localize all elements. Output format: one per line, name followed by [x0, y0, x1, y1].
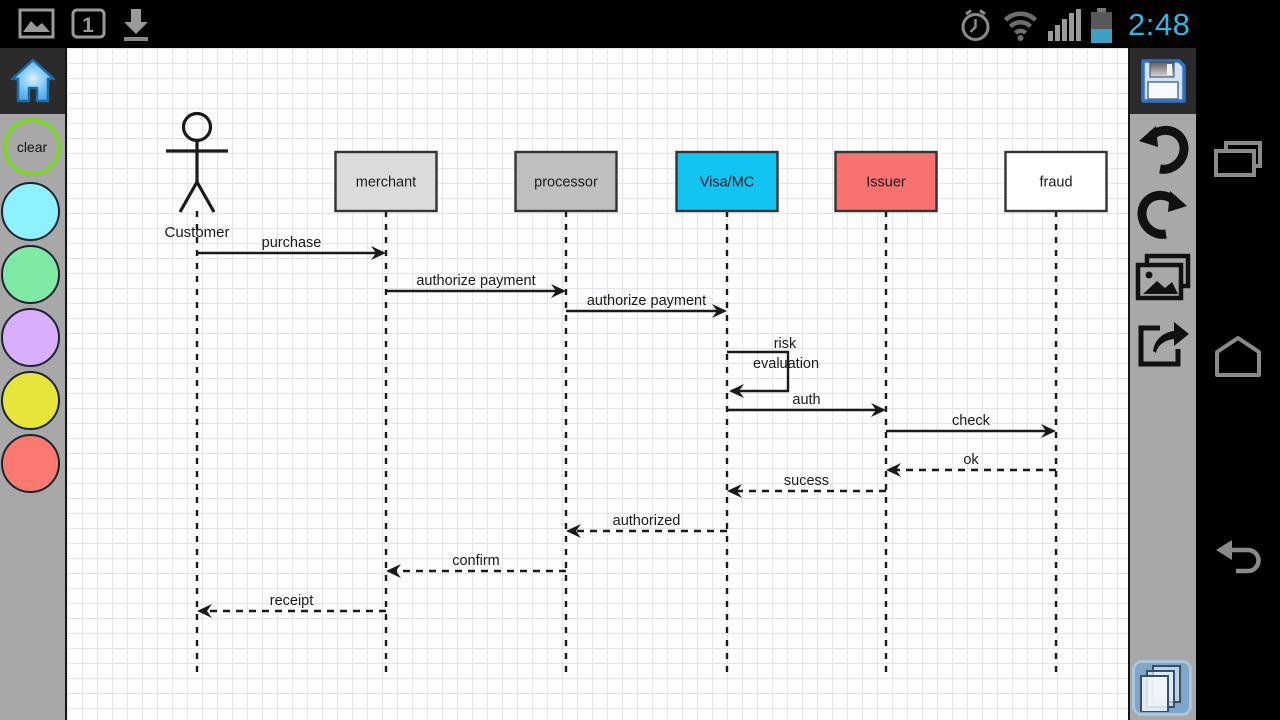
svg-text:1: 1: [82, 14, 94, 37]
arrowhead: [729, 384, 744, 398]
message-ok[interactable]: [886, 463, 1056, 477]
clear-button-label: clear: [16, 139, 48, 155]
participant-label: fraud: [1039, 175, 1072, 191]
arrowhead: [371, 246, 386, 260]
right-toolbar: [1130, 48, 1196, 720]
house-icon: [10, 58, 55, 103]
message-label: ok: [963, 452, 979, 468]
participant-merchant[interactable]: [334, 150, 438, 213]
undo-button[interactable]: [1130, 117, 1196, 179]
message-label: receipt: [270, 593, 314, 609]
redo-button[interactable]: [1130, 182, 1196, 244]
clear-button[interactable]: clear: [3, 118, 61, 176]
arrowhead: [871, 403, 886, 417]
notification-icons: 1: [18, 8, 150, 43]
participant-box: [1004, 150, 1108, 213]
system-status-icons: 2:48: [958, 6, 1190, 44]
signal-icon: [1048, 9, 1081, 41]
drawing-canvas[interactable]: Customer merchant processor Visa/MC Issuer fr…: [65, 48, 1130, 720]
left-toolbar: clear: [0, 48, 65, 720]
message-purchase[interactable]: [197, 246, 386, 260]
share-button[interactable]: [1130, 312, 1196, 374]
message-label: check: [952, 413, 991, 429]
alarm-icon: [961, 9, 990, 41]
floppy-save-icon: [1141, 59, 1186, 103]
calendar-notification-icon: 1: [71, 8, 106, 39]
message-label: auth: [792, 392, 820, 408]
message-check[interactable]: [886, 424, 1056, 438]
message-label: authorized: [613, 513, 681, 529]
actor-Customer[interactable]: [166, 111, 228, 213]
participant-box: [334, 150, 438, 213]
participant-label: merchant: [356, 175, 416, 191]
participant-Visa/MC[interactable]: [675, 150, 779, 213]
arrowhead: [566, 524, 581, 538]
actor-leg: [195, 181, 216, 213]
gallery-notification-icon: [18, 8, 55, 39]
arrowhead: [197, 604, 212, 618]
participant-Issuer[interactable]: [834, 150, 938, 213]
home-icon: [1215, 336, 1261, 377]
actor-head: [181, 111, 213, 143]
swatch-yellow[interactable]: [1, 371, 60, 430]
participant-label: processor: [534, 175, 598, 191]
arrowhead: [1041, 424, 1056, 438]
message-label: authorize payment: [587, 293, 706, 309]
self-message-line: [727, 350, 790, 393]
message-receipt[interactable]: [197, 604, 386, 618]
recents-button[interactable]: [1196, 124, 1280, 196]
recents-icon: [1214, 141, 1262, 177]
message-authorize-payment[interactable]: [386, 284, 566, 298]
back-button[interactable]: [1196, 522, 1280, 594]
message-label: authorize payment: [416, 273, 535, 289]
clock-text: 2:48: [1128, 7, 1191, 42]
swatch-cyan[interactable]: [1, 182, 60, 241]
actor-leg: [178, 181, 199, 213]
message-authorized[interactable]: [566, 524, 727, 538]
share-icon: [1138, 322, 1189, 367]
pages-button[interactable]: [1132, 660, 1192, 716]
message-label: confirm: [452, 553, 500, 569]
sequence-diagram[interactable]: Customer merchant processor Visa/MC Issuer fr…: [67, 48, 1128, 720]
message-label: risk: [774, 336, 797, 352]
swatch-green[interactable]: [1, 245, 60, 304]
participant-fraud[interactable]: [1004, 150, 1108, 213]
message-confirm[interactable]: [386, 564, 566, 578]
swatch-purple[interactable]: [1, 308, 60, 367]
save-button[interactable]: [1130, 48, 1196, 114]
redo-icon: [1137, 190, 1187, 239]
undo-icon: [1139, 125, 1189, 174]
participant-box: [675, 150, 779, 213]
arrowhead: [886, 463, 901, 477]
arrowhead: [727, 484, 742, 498]
participant-processor[interactable]: [514, 150, 618, 213]
message-risk-evaluation[interactable]: [727, 350, 790, 398]
swatch-red[interactable]: [1, 434, 60, 493]
wifi-icon: [1003, 11, 1038, 41]
message-authorize-payment[interactable]: [566, 304, 727, 318]
participant-box: [834, 150, 938, 213]
message-label: evaluation: [753, 356, 819, 372]
pages-icon: [1140, 665, 1181, 712]
message-label: purchase: [262, 235, 322, 251]
android-nav-bar: [1196, 0, 1280, 720]
actor-label: Customer: [164, 224, 229, 241]
status-bar: 1 2:48: [0, 0, 1280, 48]
arrowhead: [712, 304, 727, 318]
download-notification-icon: [124, 9, 148, 41]
arrowhead: [551, 284, 566, 298]
gallery-icon: [1135, 253, 1191, 301]
battery-icon: [1091, 7, 1112, 43]
app-home-button[interactable]: [0, 48, 65, 114]
participant-label: Visa/MC: [700, 175, 755, 191]
arrowhead: [386, 564, 401, 578]
message-sucess[interactable]: [727, 484, 886, 498]
gallery-button[interactable]: [1130, 247, 1196, 309]
home-button[interactable]: [1196, 320, 1280, 392]
message-label: sucess: [784, 473, 829, 489]
message-auth[interactable]: [727, 403, 886, 417]
participant-box: [514, 150, 618, 213]
back-icon: [1216, 540, 1261, 574]
participant-label: Issuer: [866, 175, 906, 191]
